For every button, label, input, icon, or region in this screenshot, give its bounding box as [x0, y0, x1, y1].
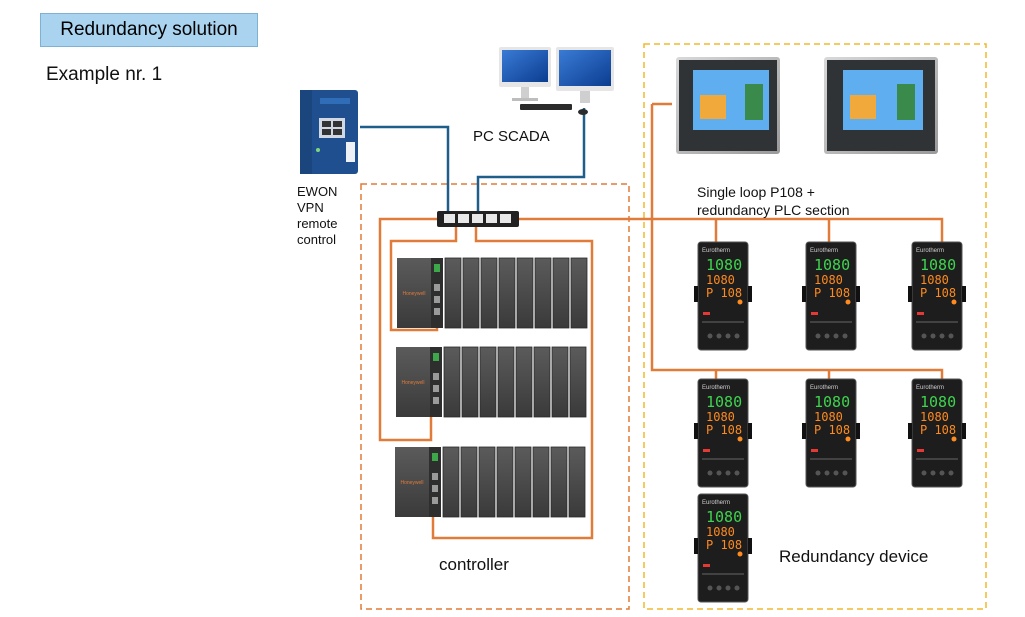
network-switch: [437, 211, 519, 227]
single-loop-label-line: redundancy PLC section: [697, 202, 850, 218]
controller-display-value: 1080: [706, 525, 735, 539]
orange-cabling: [378, 102, 944, 540]
controller-display-value: 1080: [814, 393, 850, 411]
controller-display-value: P 108: [706, 423, 742, 437]
controller-display-value: 1080: [706, 393, 742, 411]
controller-display-value: 1080: [920, 410, 949, 424]
controller-brand-label: Eurotherm: [810, 248, 838, 254]
plc-brand-label: Honeywell: [401, 380, 424, 386]
controller-area: [360, 183, 630, 610]
controller-display-value: 1080: [920, 393, 956, 411]
controller-display-value: 1080: [706, 508, 742, 526]
controller-display-value: 1080: [814, 273, 843, 287]
controller-display-value: 1080: [706, 273, 735, 287]
single-loop-label: Single loop P108 + redundancy PLC sectio…: [697, 183, 850, 219]
controller-display-value: P 108: [814, 423, 850, 437]
controller-display-value: 1080: [706, 410, 735, 424]
controller-display-value: 1080: [920, 256, 956, 274]
controller-brand-label: Eurotherm: [702, 500, 730, 506]
title-box: Redundancy solution: [40, 13, 258, 47]
ewon-router-icon: [300, 90, 358, 174]
plc-rack-icon: Honeywell: [395, 446, 586, 518]
hmi-panel-icon: [824, 57, 938, 154]
ewon-label-line: EWON: [297, 184, 338, 199]
controller-display-value: 1080: [814, 256, 850, 274]
scada-cable: [476, 108, 586, 212]
controller-display-value: 1080: [706, 256, 742, 274]
controller-display-value: 1080: [814, 410, 843, 424]
ewon-label-line: remote: [297, 216, 338, 231]
controller-display-value: P 108: [920, 286, 956, 300]
controller-brand-label: Eurotherm: [916, 385, 944, 391]
ewon-label-line: VPN: [297, 200, 324, 215]
redundancy-device-label: Redundancy device: [779, 547, 929, 566]
controller-display-value: P 108: [920, 423, 956, 437]
controller-brand-label: Eurotherm: [916, 248, 944, 254]
controller-brand-label: Eurotherm: [702, 385, 730, 391]
controller-label: controller: [439, 555, 509, 574]
plc-rack-icon: Honeywell: [397, 257, 588, 329]
controller-display-value: 1080: [920, 273, 949, 287]
controller-display-value: P 108: [706, 286, 742, 300]
controller-brand-label: Eurotherm: [810, 385, 838, 391]
plc-brand-label: Honeywell: [402, 291, 425, 297]
single-loop-label-line: Single loop P108 +: [697, 184, 815, 200]
ewon-label: EWON VPN remote control: [297, 184, 337, 248]
ewon-cable: [360, 125, 450, 212]
controller-brand-label: Eurotherm: [702, 248, 730, 254]
plc-brand-label: Honeywell: [400, 480, 423, 486]
pc-scada-icon: [499, 47, 614, 115]
hmi-panel-icon: [676, 57, 780, 154]
redundancy-area: [643, 43, 987, 610]
page-title: Redundancy solution: [60, 19, 238, 40]
plc-rack-icon: Honeywell: [396, 346, 587, 418]
ewon-label-line: control: [297, 232, 337, 247]
example-subtitle: Example nr. 1: [46, 64, 163, 85]
controller-display-value: P 108: [814, 286, 850, 300]
pc-scada-label: PC SCADA: [473, 128, 550, 145]
controller-display-value: P 108: [706, 538, 742, 552]
